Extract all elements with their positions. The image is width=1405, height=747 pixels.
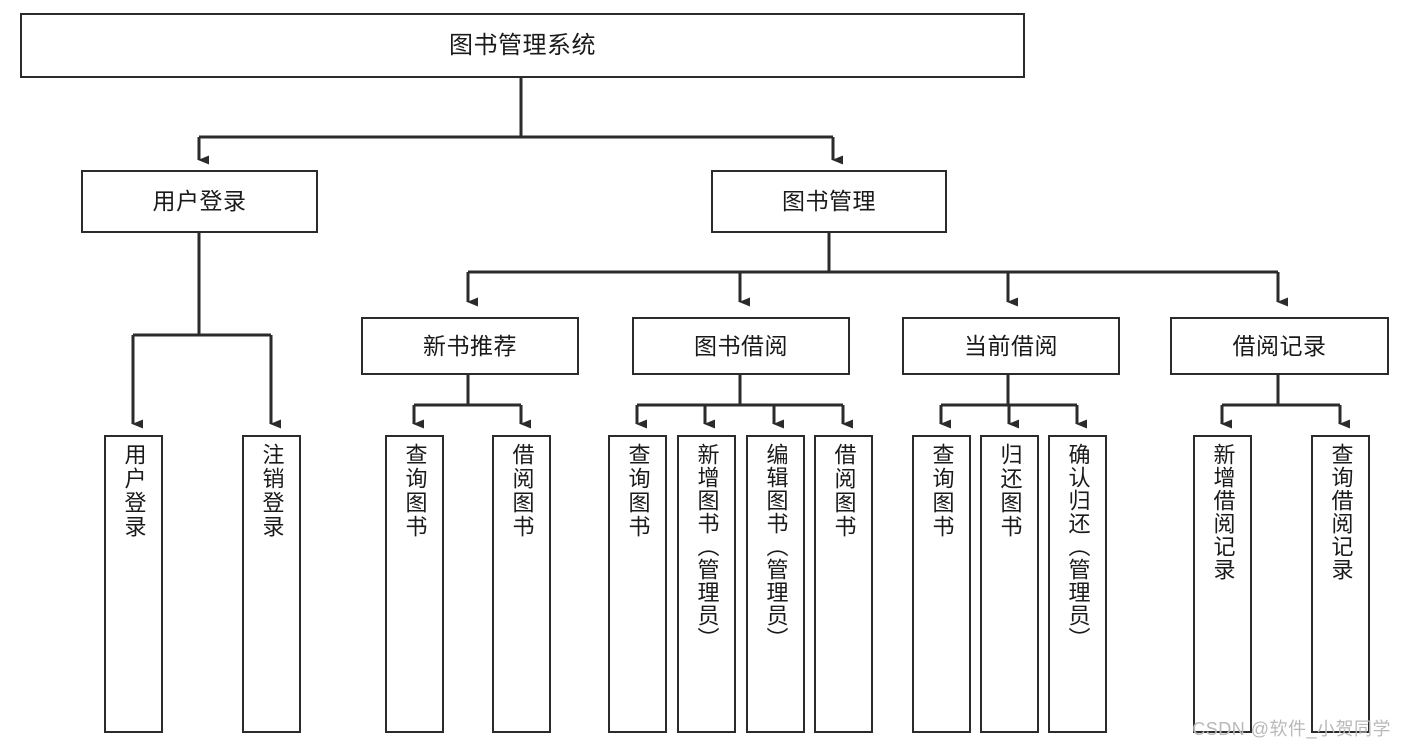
leaf-edit-book-admin[interactable]: 编辑图书（管理员） (746, 435, 805, 733)
node-borrowing-record[interactable]: 借阅记录 (1170, 317, 1389, 375)
node-label: 查询图书 (402, 443, 428, 539)
node-user-login[interactable]: 用户登录 (81, 170, 318, 233)
node-label: 借阅记录 (1232, 332, 1327, 359)
node-label: 查询图书 (929, 443, 955, 539)
node-current-borrowing[interactable]: 当前借阅 (902, 317, 1120, 375)
leaf-confirm-return-admin[interactable]: 确认归还（管理员） (1048, 435, 1107, 733)
leaf-query-borrow-record[interactable]: 查询借阅记录 (1311, 435, 1370, 733)
node-label: 查询借阅记录 (1328, 443, 1354, 581)
node-label: 注销登录 (259, 443, 285, 539)
leaf-borrow-book-borrow[interactable]: 借阅图书 (814, 435, 873, 733)
watermark-text: CSDN @软件_小贺同学 (1192, 719, 1391, 739)
leaf-user-login[interactable]: 用户登录 (104, 435, 163, 733)
node-label: 用户登录 (152, 188, 247, 215)
node-label: 新增借阅记录 (1210, 443, 1236, 581)
node-label: 用户登录 (121, 443, 147, 539)
node-book-borrowing[interactable]: 图书借阅 (632, 317, 850, 375)
node-root-book-management-system[interactable]: 图书管理系统 (20, 13, 1025, 78)
node-new-book-recommendation[interactable]: 新书推荐 (361, 317, 579, 375)
node-label: 新增图书（管理员） (694, 443, 720, 650)
node-label: 编辑图书（管理员） (763, 443, 789, 650)
node-label: 图书管理系统 (449, 31, 596, 59)
leaf-add-borrow-record[interactable]: 新增借阅记录 (1193, 435, 1252, 733)
node-label: 图书管理 (782, 188, 876, 215)
node-label: 当前借阅 (964, 332, 1058, 359)
node-label: 归还图书 (997, 443, 1023, 539)
leaf-borrow-book-recommend[interactable]: 借阅图书 (492, 435, 551, 733)
leaf-return-book[interactable]: 归还图书 (980, 435, 1039, 733)
leaf-add-book-admin[interactable]: 新增图书（管理员） (677, 435, 736, 733)
leaf-logout[interactable]: 注销登录 (242, 435, 301, 733)
leaf-query-book-borrow[interactable]: 查询图书 (608, 435, 667, 733)
node-label: 图书借阅 (694, 332, 788, 359)
node-label: 新书推荐 (423, 332, 517, 359)
node-label: 借阅图书 (509, 443, 535, 539)
leaf-query-book-recommend[interactable]: 查询图书 (385, 435, 444, 733)
node-label: 借阅图书 (831, 443, 857, 539)
node-label: 确认归还（管理员） (1065, 443, 1091, 650)
node-label: 查询图书 (625, 443, 651, 539)
node-book-management[interactable]: 图书管理 (711, 170, 947, 233)
leaf-query-book-current[interactable]: 查询图书 (912, 435, 971, 733)
